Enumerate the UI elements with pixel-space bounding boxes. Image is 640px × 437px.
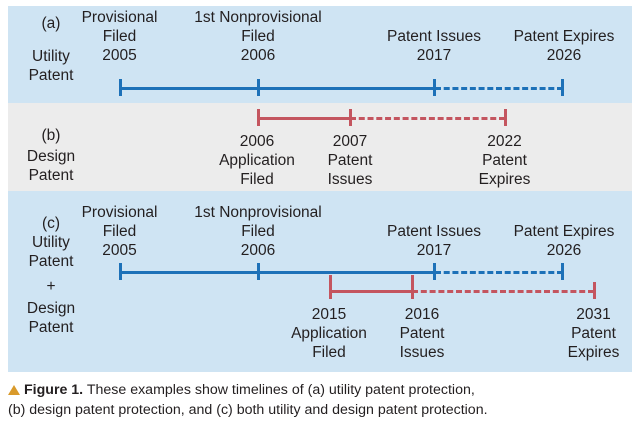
row-c-title-plus: + — [46, 278, 56, 295]
tick-b-application-filed-2006 — [257, 109, 260, 126]
tick-c-provisional-filed-2005 — [119, 263, 122, 280]
label-c-design-patent-issues-line2: Patent — [399, 325, 445, 342]
label-a-first-nonprovisional-line1: 1st Nonprovisional — [194, 9, 322, 26]
label-a-patent-expires-line1: Patent Expires — [513, 28, 615, 45]
figure-caption-line2: (b) design patent protection, and (c) bo… — [8, 402, 488, 418]
tick-c-first-nonprovisional-2006 — [257, 263, 260, 280]
label-a-provisional-filed-year: 2005 — [102, 47, 137, 64]
label-c-first-nonprovisional-line1: 1st Nonprovisional — [194, 204, 322, 221]
row-c-title-line1: Utility — [32, 234, 70, 251]
label-b-patent-issues-line2: Patent — [327, 152, 373, 169]
label-b-patent-issues-year: 2007 — [332, 133, 368, 150]
timeline-c-design-solid-segment — [330, 290, 412, 293]
label-c-patent-expires-year: 2026 — [546, 242, 582, 259]
label-c-patent-issues-line1: Patent Issues — [387, 223, 481, 240]
label-c-application-filed-line2: Application — [291, 325, 367, 342]
triangle-bullet-icon — [8, 385, 20, 395]
label-a-provisional-filed-line1: Provisional — [81, 9, 158, 26]
label-b-patent-expires-year: 2022 — [487, 133, 522, 150]
label-c-design-patent-expires-line2: Patent — [571, 325, 616, 342]
tick-c-patent-issues-2016 — [411, 275, 414, 299]
tick-c-application-filed-2015 — [329, 275, 332, 299]
tick-a-patent-issues-2017 — [433, 79, 436, 96]
label-c-provisional-filed-year: 2005 — [102, 242, 137, 259]
label-b-patent-issues-line3: Issues — [327, 171, 373, 188]
figure-caption: Figure 1. These examples show timelines … — [8, 380, 632, 420]
label-a-first-nonprovisional-year: 2006 — [240, 47, 276, 64]
label-b-application-filed-year: 2006 — [239, 133, 275, 150]
timeline-c-utility-dashed-segment — [435, 271, 563, 274]
tick-a-patent-expires-2026 — [561, 79, 564, 96]
row-b-title-line1: Design — [26, 148, 76, 165]
label-a-patent-issues-line1: Patent Issues — [387, 28, 481, 45]
tick-c-patent-expires-2031 — [593, 282, 596, 299]
tick-b-patent-expires-2022 — [504, 109, 507, 126]
label-c-provisional-filed-line2: Filed — [102, 223, 137, 240]
band-utility-patent — [8, 6, 632, 103]
row-a-title-line1: Utility — [32, 48, 70, 65]
band-utility-plus-design-patent — [8, 191, 632, 372]
label-a-patent-issues-year: 2017 — [416, 47, 452, 64]
label-a-patent-expires-year: 2026 — [546, 47, 582, 64]
timeline-c-utility-solid-segment — [119, 271, 435, 274]
row-c-tag: (c) — [41, 215, 61, 232]
label-c-design-patent-expires-year: 2031 — [576, 306, 611, 323]
figure-caption-label: Figure 1. — [24, 382, 84, 398]
label-c-design-patent-issues-year: 2016 — [404, 306, 440, 323]
row-b-title-line2: Patent — [28, 167, 74, 184]
tick-c-patent-issues-2017 — [433, 263, 436, 280]
row-b-tag: (b) — [41, 127, 61, 144]
row-c-title-line2: Patent — [28, 253, 74, 270]
label-c-provisional-filed-line1: Provisional — [81, 204, 158, 221]
label-c-first-nonprovisional-year: 2006 — [240, 242, 276, 259]
tick-a-first-nonprovisional-2006 — [257, 79, 260, 96]
label-c-patent-expires-line1: Patent Expires — [513, 223, 615, 240]
row-a-title-line2: Patent — [28, 67, 74, 84]
label-c-application-filed-line3: Filed — [312, 344, 346, 361]
tick-c-patent-expires-2026 — [561, 263, 564, 280]
label-b-application-filed-line2: Application — [219, 152, 295, 169]
label-b-patent-expires-line2: Patent — [482, 152, 527, 169]
label-a-first-nonprovisional-line2: Filed — [241, 28, 275, 45]
timeline-a-utility-dashed-segment — [435, 87, 563, 90]
label-c-design-patent-expires-line3: Expires — [567, 344, 620, 361]
timeline-c-design-dashed-segment — [412, 290, 594, 293]
timeline-a-utility-solid-segment — [119, 87, 435, 90]
label-c-application-filed-year: 2015 — [311, 306, 347, 323]
label-c-first-nonprovisional-line2: Filed — [241, 223, 275, 240]
tick-a-provisional-filed-2005 — [119, 79, 122, 96]
timeline-b-design-solid-segment — [258, 117, 350, 120]
label-a-provisional-filed-line2: Filed — [102, 28, 137, 45]
figure-caption-line1: These examples show timelines of (a) uti… — [86, 382, 475, 398]
timeline-b-design-dashed-segment — [350, 117, 505, 120]
label-c-patent-issues-year: 2017 — [416, 242, 452, 259]
label-b-patent-expires-line3: Expires — [478, 171, 531, 188]
row-c-title-line4: Design — [26, 300, 76, 317]
tick-b-patent-issues-2007 — [349, 109, 352, 126]
label-c-design-patent-issues-line3: Issues — [399, 344, 445, 361]
row-c-title-line5: Patent — [28, 319, 74, 336]
label-b-application-filed-line3: Filed — [240, 171, 274, 188]
row-a-tag: (a) — [41, 15, 61, 32]
